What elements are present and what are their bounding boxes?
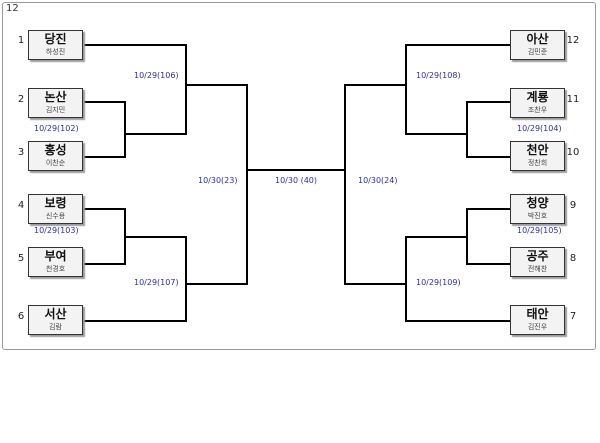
match-label-108: 10/29(108)	[416, 71, 461, 80]
team-name: 보령	[44, 196, 67, 210]
match-label-103: 10/29(103)	[34, 226, 79, 235]
seed-number: 3	[17, 147, 25, 158]
team-name: 태안	[526, 307, 549, 321]
seed-number: 5	[17, 253, 25, 264]
team-box-nonsan[interactable]: 논산 김지민	[28, 88, 83, 118]
seed-number: 10	[566, 147, 580, 158]
player-name: 천경호	[45, 265, 66, 273]
seed-number: 7	[569, 311, 577, 322]
player-name: 김진우	[527, 323, 548, 331]
team-box-gongju[interactable]: 공주 전해찬	[510, 247, 565, 277]
team-box-dangjin[interactable]: 당진 하성진	[28, 30, 83, 60]
seed-number: 2	[17, 94, 25, 105]
team-name: 공주	[526, 249, 549, 263]
match-label-102: 10/29(102)	[34, 124, 79, 133]
team-name: 서산	[44, 307, 67, 321]
bracket-line-108	[405, 44, 510, 135]
team-name: 청양	[526, 196, 549, 210]
team-box-hongseong[interactable]: 홍성 이찬순	[28, 141, 83, 171]
bracket-line-105	[466, 208, 510, 265]
team-box-cheonan[interactable]: 천안 정찬희	[510, 141, 565, 171]
team-name: 당진	[44, 32, 67, 46]
player-name: 김람	[49, 323, 62, 331]
team-name: 논산	[44, 90, 67, 104]
player-name: 조찬우	[527, 106, 548, 114]
player-name: 신수용	[45, 212, 66, 220]
seed-number: 1	[17, 35, 25, 46]
match-label-104: 10/29(104)	[517, 124, 562, 133]
bracket-panel	[2, 2, 596, 350]
match-label-sf-right: 10/30(24)	[358, 176, 398, 185]
seed-number: 8	[569, 253, 577, 264]
match-label-109: 10/29(109)	[416, 278, 461, 287]
team-name: 계룡	[526, 90, 549, 104]
bracket-line-102	[83, 101, 126, 158]
match-label-106: 10/29(106)	[134, 71, 179, 80]
team-name: 천안	[526, 143, 549, 157]
bracket-line-106	[83, 44, 187, 135]
bracket-line-107	[83, 236, 187, 322]
bracket-line-sf-left	[186, 84, 248, 285]
bracket-line-109	[405, 236, 510, 322]
bracket-line-103	[83, 208, 126, 265]
match-label-sf-left: 10/30(23)	[198, 176, 238, 185]
team-box-boryeong[interactable]: 보령 신수용	[28, 194, 83, 224]
team-box-buyeo[interactable]: 부여 천경호	[28, 247, 83, 277]
player-name: 전해찬	[527, 265, 548, 273]
match-label-105: 10/29(105)	[517, 226, 562, 235]
bracket-line-104	[466, 101, 510, 158]
team-box-asan[interactable]: 아산 김민준	[510, 30, 565, 60]
seed-number: 6	[17, 311, 25, 322]
team-box-taean[interactable]: 태안 김진우	[510, 305, 565, 335]
player-name: 하성진	[45, 48, 66, 56]
team-name: 아산	[526, 32, 549, 46]
player-name: 정찬희	[527, 159, 548, 167]
panel-corner-label: 12	[6, 3, 19, 14]
team-box-cheongyang[interactable]: 청양 박진호	[510, 194, 565, 224]
bracket-line-sf-right	[344, 84, 406, 285]
match-label-107: 10/29(107)	[134, 278, 179, 287]
player-name: 김민준	[527, 48, 548, 56]
team-box-gyeryong[interactable]: 계룡 조찬우	[510, 88, 565, 118]
match-label-final: 10/30 (40)	[275, 176, 318, 185]
team-name: 홍성	[44, 143, 67, 157]
seed-number: 4	[17, 200, 25, 211]
seed-number: 11	[566, 94, 580, 105]
seed-number: 12	[566, 35, 580, 46]
player-name: 박진호	[527, 212, 548, 220]
seed-number: 9	[569, 200, 577, 211]
player-name: 이찬순	[45, 159, 66, 167]
player-name: 김지민	[45, 106, 66, 114]
team-name: 부여	[44, 249, 67, 263]
team-box-seosan[interactable]: 서산 김람	[28, 305, 83, 335]
